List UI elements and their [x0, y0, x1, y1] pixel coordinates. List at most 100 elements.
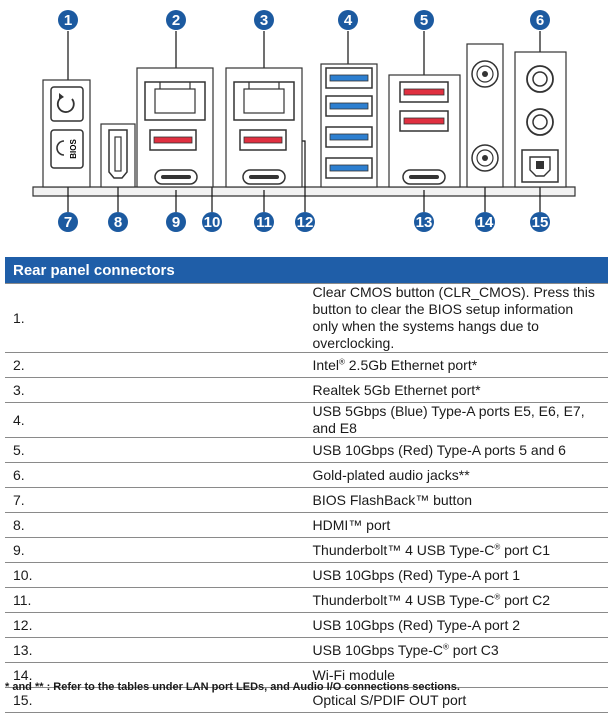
- table-row: 3. Realtek 5Gb Ethernet port*: [5, 377, 608, 403]
- audio-jacks-stack: [514, 51, 567, 188]
- callout-14: [475, 212, 495, 232]
- row-description: USB 10Gbps (Red) Type-A ports 5 and 6: [306, 437, 608, 463]
- callout-12: [295, 212, 315, 232]
- registered-mark: ®: [494, 541, 501, 551]
- row-description: Realtek 5Gb Ethernet port*: [306, 377, 608, 403]
- rear-panel-diagram: BIOS: [32, 10, 576, 232]
- callout-label: 12: [297, 214, 314, 231]
- callout-label: 7: [64, 214, 72, 231]
- table-row: 5. USB 10Gbps (Red) Type-A ports 5 and 6: [5, 437, 608, 463]
- callout-3: [254, 10, 274, 30]
- callout-11: [254, 212, 274, 232]
- row-description: Gold-plated audio jacks**: [306, 462, 608, 488]
- row-number: 1.: [5, 283, 307, 353]
- row-description: USB 10Gbps (Red) Type-A port 1: [306, 562, 608, 588]
- row-text: Intel: [312, 356, 339, 373]
- table-row: 11. Thunderbolt™ 4 USB Type-C® port C2: [5, 587, 608, 613]
- callout-8: [108, 212, 128, 232]
- callout-label: 9: [172, 214, 180, 231]
- ethernet-usb-stack-2: [225, 67, 303, 188]
- row-description: USB 10Gbps Type-C® port C3: [306, 637, 608, 663]
- row-text: port C1: [500, 541, 551, 558]
- callout-6: [530, 10, 550, 30]
- callout-label: 8: [114, 214, 122, 231]
- table-row: 2. Intel® 2.5Gb Ethernet port*: [5, 352, 608, 378]
- ethernet-usb-stack-1: [136, 67, 214, 188]
- row-description: HDMI™ port: [306, 512, 608, 538]
- row-number: 5.: [5, 437, 307, 463]
- registered-mark: ®: [442, 641, 449, 651]
- callouts-bottom: 7 8 9 10 11 12 13 14 15: [58, 212, 550, 232]
- hdmi-port: [100, 123, 136, 188]
- row-number: 10.: [5, 562, 307, 588]
- table-row: 4. USB 5Gbps (Blue) Type-A ports E5, E6,…: [5, 402, 608, 438]
- wifi-antenna-connectors: [466, 43, 504, 188]
- row-number: 8.: [5, 512, 307, 538]
- row-text: USB 10Gbps Type-C: [312, 641, 443, 658]
- row-number: 11.: [5, 587, 307, 613]
- callout-label: 15: [532, 214, 549, 231]
- usb-5gbps-blue-stack: [320, 63, 378, 188]
- row-text: Thunderbolt™ 4 USB Type-C: [312, 591, 495, 608]
- callout-10: [202, 212, 222, 232]
- rear-panel-table: Rear panel connectors 1. Clear CMOS butt…: [5, 257, 608, 713]
- callout-label: 10: [204, 214, 221, 231]
- rear-panel-table-container: Rear panel connectors 1. Clear CMOS butt…: [5, 257, 608, 713]
- callout-label: 4: [344, 12, 353, 29]
- row-description: Clear CMOS button (CLR_CMOS). Press this…: [306, 283, 608, 353]
- table-row: 6. Gold-plated audio jacks**: [5, 462, 608, 488]
- row-number: 2.: [5, 352, 307, 378]
- callout-label: 5: [420, 12, 428, 29]
- clr-cmos-button-group: BIOS: [42, 79, 91, 188]
- callout-label: 14: [477, 214, 494, 231]
- callout-1: [58, 10, 78, 30]
- callout-label: 13: [416, 214, 433, 231]
- row-number: 3.: [5, 377, 307, 403]
- registered-mark: ®: [338, 356, 345, 366]
- callout-7: [58, 212, 78, 232]
- table-row: 7. BIOS FlashBack™ button: [5, 487, 608, 513]
- row-description: Thunderbolt™ 4 USB Type-C® port C1: [306, 537, 608, 563]
- callout-label: 3: [260, 12, 268, 29]
- callout-label: 6: [536, 12, 544, 29]
- row-description: USB 10Gbps (Red) Type-A port 2: [306, 612, 608, 638]
- reset-arrow-icon: [56, 96, 75, 113]
- bios-button-label: BIOS: [69, 139, 78, 159]
- callout-label: 11: [256, 214, 272, 231]
- row-description: BIOS FlashBack™ button: [306, 487, 608, 513]
- callout-13: [414, 212, 434, 232]
- row-description: Wi-Fi module: [306, 662, 608, 688]
- table-row: 12. USB 10Gbps (Red) Type-A port 2: [5, 612, 608, 638]
- table-title: Rear panel connectors: [5, 257, 608, 284]
- row-number: 14.: [5, 662, 307, 688]
- callout-5: [414, 10, 434, 30]
- registered-mark: ®: [494, 591, 501, 601]
- row-description: Thunderbolt™ 4 USB Type-C® port C2: [306, 587, 608, 613]
- row-text: Thunderbolt™ 4 USB Type-C: [312, 541, 495, 558]
- row-text: 2.5Gb Ethernet port*: [344, 356, 478, 373]
- usb-10gbps-red-stack: [388, 74, 461, 188]
- callout-2: [166, 10, 186, 30]
- table-header-row: Rear panel connectors: [5, 257, 608, 284]
- row-number: 4.: [5, 402, 307, 438]
- row-number: 12.: [5, 612, 307, 638]
- io-plate-baseline: [32, 186, 576, 197]
- row-number: 6.: [5, 462, 307, 488]
- table-row: 8. HDMI™ port: [5, 512, 608, 538]
- row-text: port C3: [448, 641, 499, 658]
- table-row: 13. USB 10Gbps Type-C® port C3: [5, 637, 608, 663]
- table-row: 1. Clear CMOS button (CLR_CMOS). Press t…: [5, 283, 608, 353]
- refresh-icon: [56, 140, 65, 156]
- table-row: 14. Wi-Fi module: [5, 662, 608, 688]
- callout-label: 2: [172, 12, 180, 29]
- row-number: 9.: [5, 537, 307, 563]
- callouts-top: 1 2 3 4 5 6: [58, 10, 550, 30]
- row-description: Intel® 2.5Gb Ethernet port*: [306, 352, 608, 378]
- row-text: port C2: [500, 591, 551, 608]
- callout-9: [166, 212, 186, 232]
- row-description: USB 5Gbps (Blue) Type-A ports E5, E6, E7…: [306, 402, 608, 438]
- footnote: * and ** : Refer to the tables under LAN…: [5, 681, 460, 693]
- callout-4: [338, 10, 358, 30]
- row-number: 7.: [5, 487, 307, 513]
- table-row: 10. USB 10Gbps (Red) Type-A port 1: [5, 562, 608, 588]
